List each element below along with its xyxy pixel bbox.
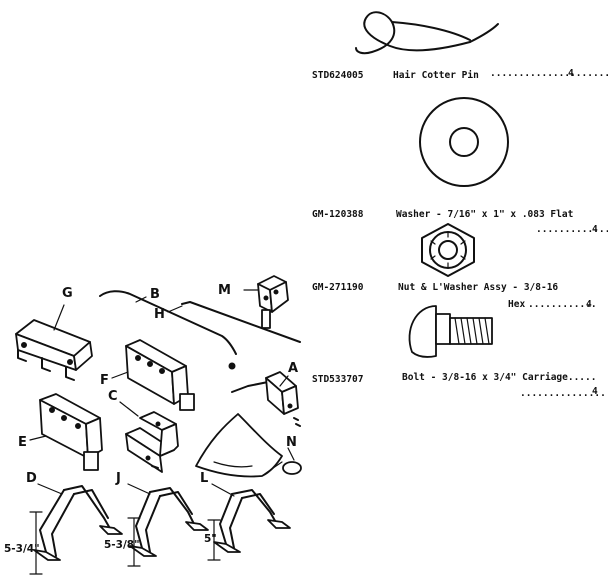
part-g-bracket-drawing bbox=[15, 304, 93, 381]
callout-n: N bbox=[286, 435, 297, 450]
part-e-plate-drawing bbox=[29, 393, 103, 471]
hardware-4-quantity: 4 bbox=[592, 386, 598, 397]
part-n-bag-drawing bbox=[195, 413, 302, 478]
hardware-2-description: Washer - 7/16" x 1" x .083 Flat bbox=[396, 209, 573, 220]
flat-washer-drawing bbox=[419, 97, 509, 187]
hardware-2-leader: .............. bbox=[536, 224, 608, 235]
dimension-d-line bbox=[29, 511, 43, 575]
hardware-3-description: Nut & L'Washer Assy - 3/8-16 bbox=[398, 282, 558, 293]
callout-d: D bbox=[26, 471, 37, 486]
callout-j: J bbox=[115, 471, 121, 486]
hardware-1-quantity: 4 bbox=[568, 68, 574, 79]
hair-cotter-pin-drawing bbox=[355, 11, 499, 55]
dimension-j: 5-3/8" bbox=[104, 539, 140, 551]
hardware-2-quantity: 4 bbox=[592, 224, 598, 235]
hardware-3-leader: ............ bbox=[528, 299, 597, 310]
callout-m: M bbox=[218, 283, 231, 298]
hardware-3-quantity: 4 bbox=[586, 299, 592, 310]
callout-g: G bbox=[62, 286, 73, 301]
callout-b: B bbox=[150, 287, 160, 302]
callout-h: H bbox=[154, 307, 165, 322]
dimension-l-line bbox=[207, 519, 221, 561]
part-b-rod-drawing bbox=[99, 290, 237, 355]
hardware-1-description: Hair Cotter Pin bbox=[393, 70, 479, 81]
hardware-1-leader: ...................... bbox=[490, 68, 608, 79]
hex-nut-drawing bbox=[421, 223, 475, 277]
part-d-strap-drawing bbox=[33, 483, 123, 561]
dimension-j-line bbox=[127, 517, 141, 567]
callout-f: F bbox=[100, 373, 109, 388]
callout-e: E bbox=[18, 435, 27, 450]
part-f-plate-drawing bbox=[111, 339, 195, 411]
callout-a: A bbox=[288, 361, 298, 376]
hardware-4-number: STD533707 bbox=[312, 374, 363, 385]
hardware-2-number: GM-120388 bbox=[312, 209, 364, 220]
hardware-3-continued: Hex bbox=[508, 299, 525, 310]
dimension-l: 5" bbox=[204, 533, 217, 545]
part-a-lever-drawing bbox=[231, 371, 301, 427]
hardware-4-description: Bolt - 3/8-16 x 3/4" Carriage..... bbox=[402, 372, 596, 383]
part-h-rod-drawing bbox=[167, 301, 301, 370]
carriage-bolt-drawing bbox=[408, 305, 493, 358]
callout-l: L bbox=[200, 471, 208, 486]
hardware-3-number: GM-271190 bbox=[312, 282, 364, 293]
part-m-bracket-drawing bbox=[243, 275, 289, 329]
hardware-4-leader: ............... bbox=[520, 388, 606, 399]
hardware-1-number: STD624005 bbox=[312, 70, 364, 81]
part-l-strap-drawing bbox=[211, 483, 291, 553]
callout-c: C bbox=[108, 389, 118, 404]
dimension-d: 5-3/4" bbox=[4, 543, 40, 555]
part-c-bracket-drawing bbox=[119, 401, 179, 473]
part-j-strap-drawing bbox=[127, 483, 209, 557]
